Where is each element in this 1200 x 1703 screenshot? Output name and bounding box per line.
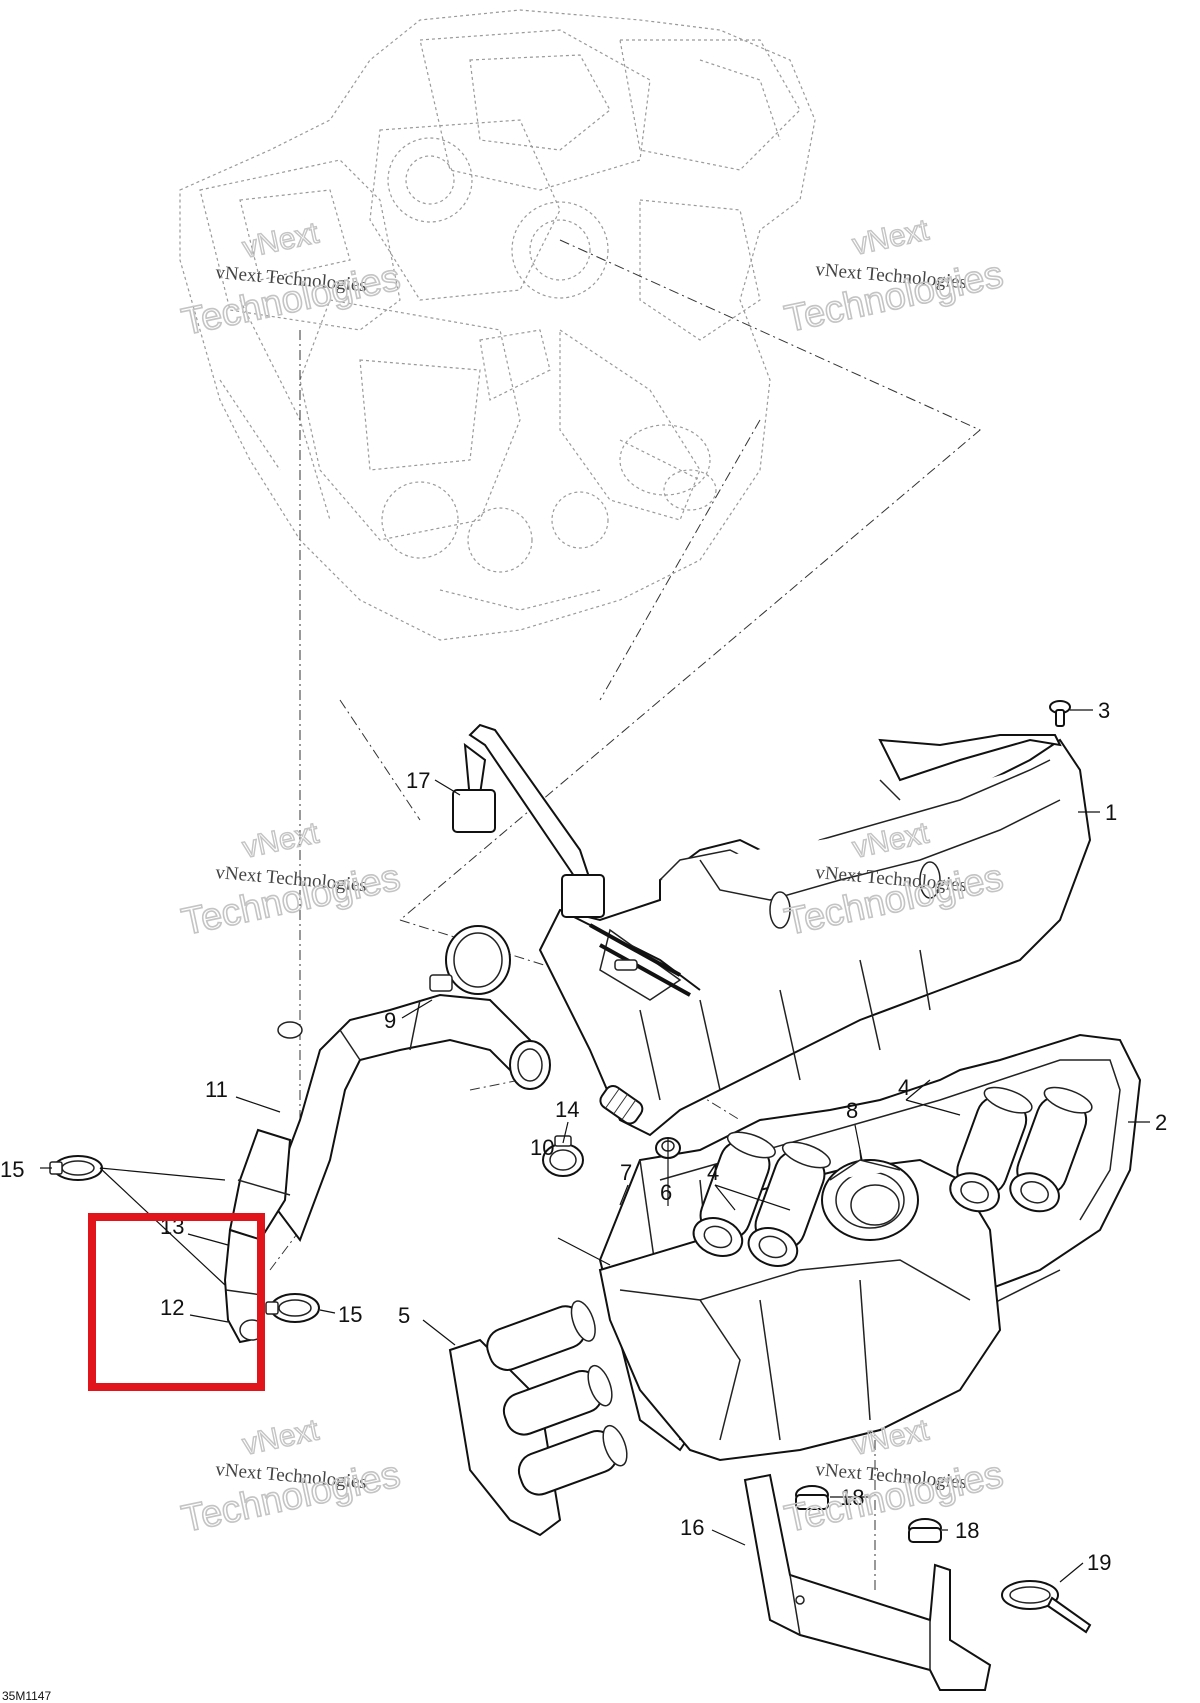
part-18-bumper-lower — [908, 1518, 942, 1543]
callout-3: 3 — [1098, 698, 1110, 723]
callout-16: 16 — [680, 1515, 704, 1540]
callout-15-left: 15 — [0, 1157, 24, 1182]
callout-17: 17 — [406, 768, 430, 793]
part-16-bracket — [743, 1473, 992, 1691]
part-5-intake-element — [448, 1300, 628, 1537]
part-17-strap — [452, 723, 605, 918]
leader-lines — [40, 709, 1150, 1583]
callout-9: 9 — [384, 1008, 396, 1033]
callout-18-lower: 18 — [955, 1518, 979, 1543]
part-19-cable-tie — [1001, 1580, 1092, 1634]
part-15-clamp-lower — [265, 1293, 320, 1323]
watermark-bottom-left: vNext Technologies vNext Technologies — [177, 1413, 404, 1542]
watermark-middle-left: vNext Technologies vNext Technologies — [177, 816, 404, 945]
part-10-filter-housing — [598, 1158, 1002, 1462]
part-11-intake-hose — [268, 993, 551, 1243]
callout-15-right: 15 — [338, 1302, 362, 1327]
callout-2: 2 — [1155, 1110, 1167, 1135]
callout-12: 12 — [160, 1295, 184, 1320]
callout-4-right: 4 — [898, 1075, 910, 1100]
callout-5: 5 — [398, 1303, 410, 1328]
part-1-air-box-cover — [538, 734, 1092, 1137]
callout-14: 14 — [555, 1097, 579, 1122]
part-3-screw — [1049, 700, 1071, 727]
callout-11: 11 — [205, 1077, 228, 1102]
part-14-clamp — [542, 1135, 584, 1177]
part-18-bumper-upper — [795, 1485, 829, 1510]
svg-text:vNext: vNext — [240, 1413, 323, 1461]
callout-6: 6 — [660, 1180, 672, 1205]
part-7-drain-valve — [599, 1085, 644, 1125]
watermark-top-right: vNext Technologies vNext Technologies — [780, 213, 1007, 342]
callout-19: 19 — [1087, 1550, 1111, 1575]
part-8-intake-adaptor — [821, 1159, 919, 1241]
callout-4-left: 4 — [707, 1160, 719, 1185]
part-4-sleeves-left — [692, 1131, 831, 1267]
callout-7: 7 — [620, 1160, 632, 1185]
highlight-box — [88, 1213, 265, 1391]
engine-ghost-drawing — [179, 9, 816, 641]
svg-text:vNext: vNext — [850, 213, 933, 261]
part-15-clamp-upper — [49, 1155, 103, 1181]
callout-10: 10 — [530, 1135, 554, 1160]
assembly-guide-lines — [269, 239, 981, 1590]
svg-text:vNext: vNext — [240, 816, 323, 864]
part-4-sleeves-right — [949, 1086, 1093, 1213]
callout-18-upper: 18 — [840, 1485, 864, 1510]
part-9-clamp — [429, 925, 511, 995]
callout-1: 1 — [1105, 800, 1117, 825]
callout-labels: 1 2 3 4 4 5 6 7 8 9 10 11 12 13 14 15 15… — [0, 698, 1167, 1575]
svg-text:vNext: vNext — [240, 216, 323, 264]
reference-code: 35M1147 — [2, 1689, 51, 1703]
callout-8: 8 — [846, 1098, 858, 1123]
